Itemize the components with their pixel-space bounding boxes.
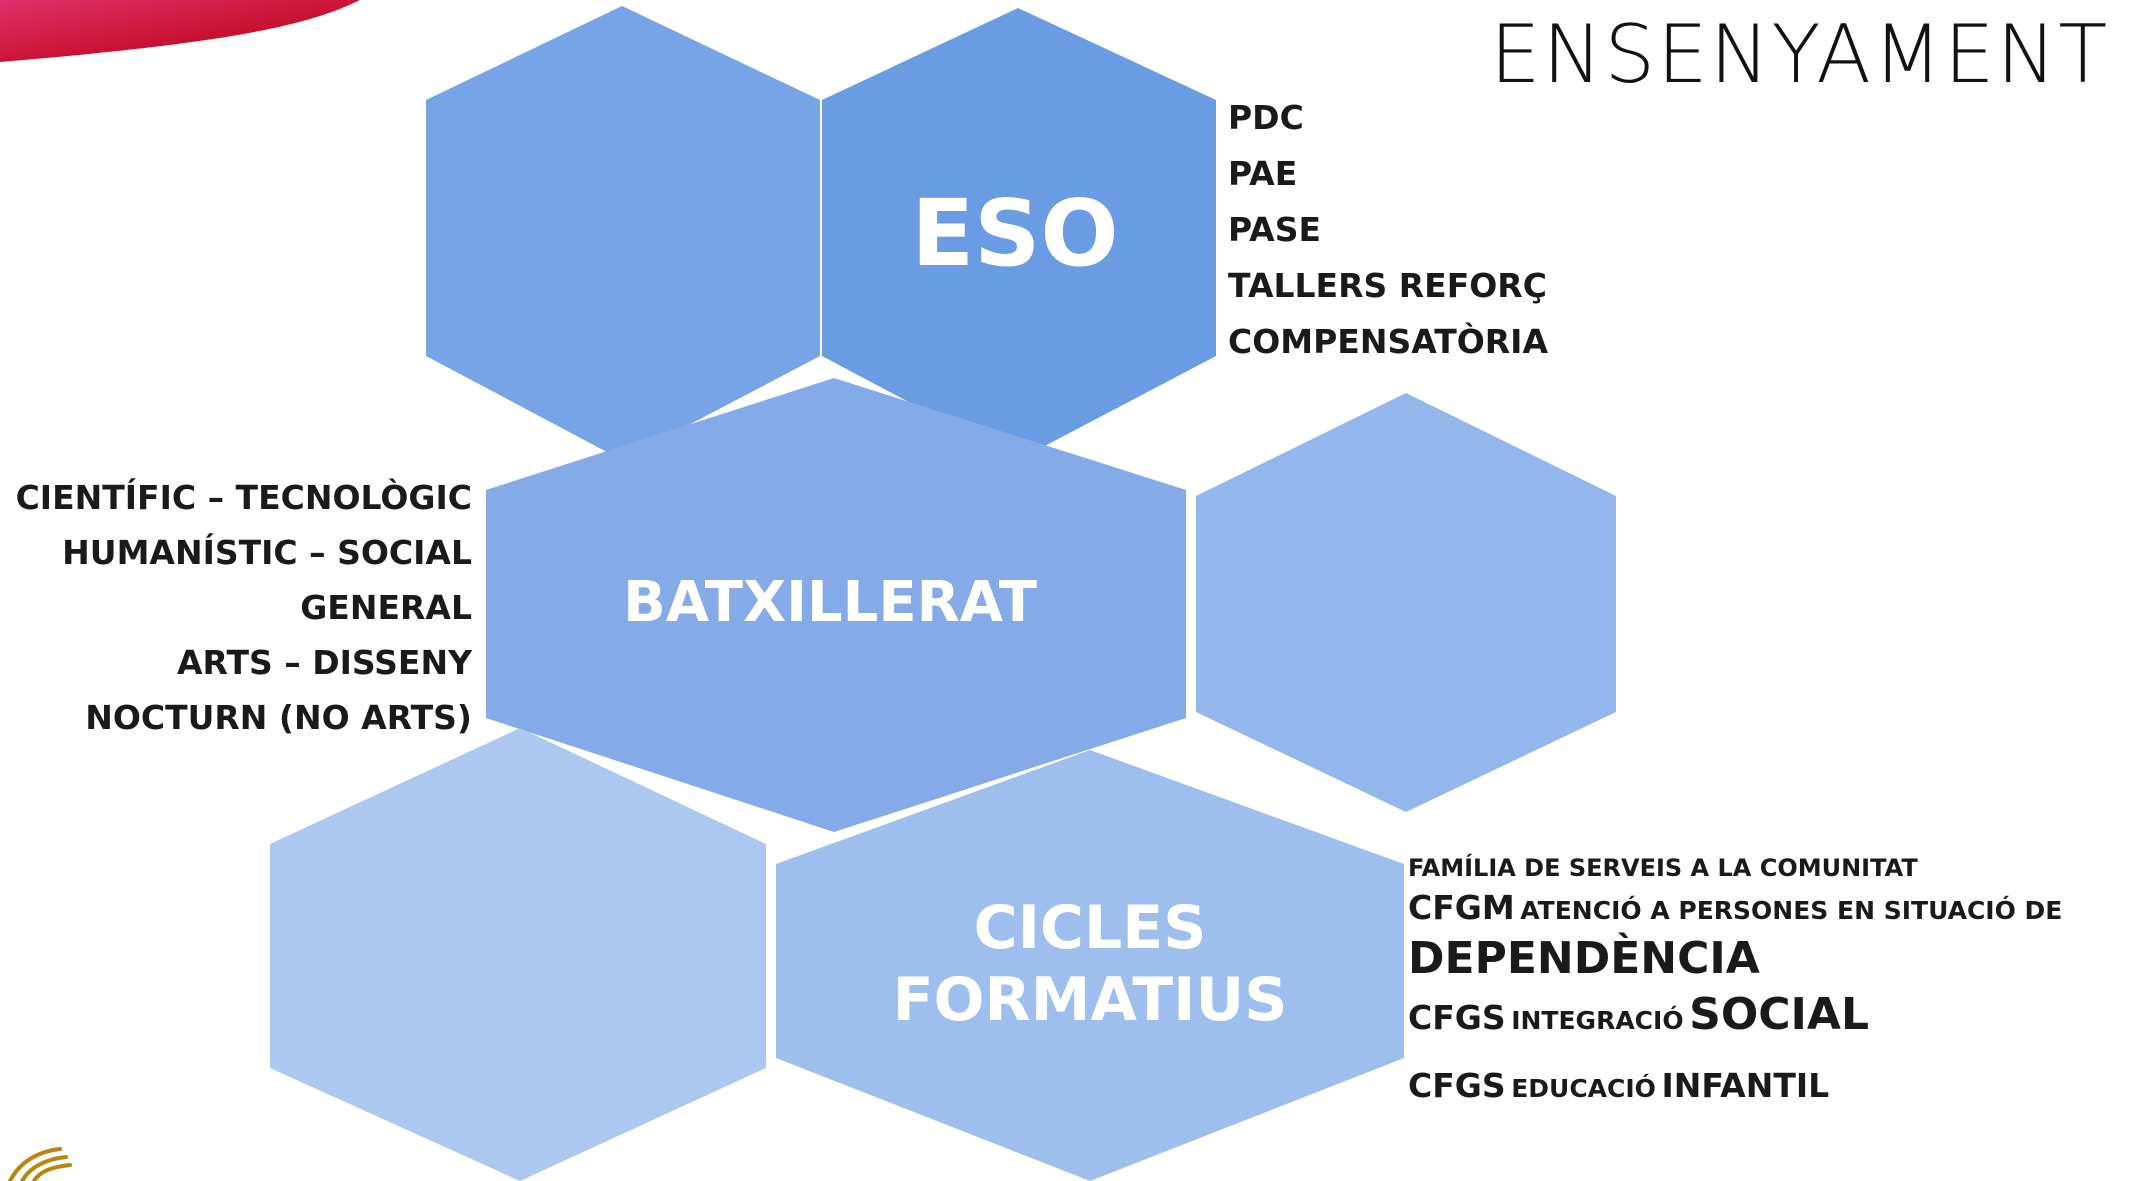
hex-batxillerat: [486, 378, 1186, 832]
hex-eso-right: [822, 8, 1216, 460]
hex-label-cicles-line1: CICLES: [973, 893, 1207, 963]
cfgm-prefix: CFGM: [1408, 888, 1515, 927]
hex-label-cicles-line2: FORMATIUS: [892, 965, 1288, 1035]
cfgs-prefix: CFGS: [1408, 1066, 1506, 1105]
hex-label-eso: ESO: [911, 180, 1119, 287]
list-item: NOCTURN (NO ARTS): [85, 698, 472, 737]
list-item: COMPENSATÒRIA: [1228, 322, 1548, 361]
hex-label-cicles: CICLES FORMATIUS: [860, 892, 1320, 1036]
list-item: TALLERS REFORÇ: [1228, 266, 1547, 305]
cfgs-small: INTEGRACIÓ: [1511, 1006, 1684, 1035]
list-item: ARTS – DISSENY: [176, 643, 472, 682]
cfgm-item: CFGM ATENCIÓ A PERSONES EN SITUACIÓ DE: [1408, 888, 2062, 934]
cfgs-educacio-item: CFGS EDUCACIÓ INFANTIL: [1408, 1055, 2062, 1123]
hex-label-batxillerat: BATXILLERAT: [623, 570, 1037, 635]
list-item: PDC: [1228, 98, 1304, 137]
cfgs-small: EDUCACIÓ: [1511, 1074, 1656, 1103]
slide-title: ENSENYAMENT: [1490, 8, 2110, 101]
eso-program-list: PDC PAE PASE TALLERS REFORÇ COMPENSATÒRI…: [1228, 90, 1548, 370]
hex-bottom-left: [270, 728, 766, 1181]
hex-cicles: [776, 750, 1404, 1181]
list-item: CIENTÍFIC – TECNOLÒGIC: [15, 478, 472, 517]
cfgs-big: SOCIAL: [1689, 989, 1870, 1040]
hex-right-mid: [1196, 393, 1616, 812]
list-item: PAE: [1228, 154, 1298, 193]
list-item: GENERAL: [300, 588, 472, 627]
cicles-list: FAMÍLIA DE SERVEIS A LA COMUNITAT CFGM A…: [1408, 848, 2062, 1123]
cfgm-text: ATENCIÓ A PERSONES EN SITUACIÓ DE: [1520, 896, 2063, 925]
cfgs-prefix: CFGS: [1408, 998, 1506, 1037]
cfgm-big: DEPENDÈNCIA: [1408, 933, 1760, 984]
list-item: HUMANÍSTIC – SOCIAL: [62, 533, 472, 572]
familia-heading: FAMÍLIA DE SERVEIS A LA COMUNITAT: [1408, 854, 1918, 882]
hex-eso-left: [426, 6, 820, 460]
cfgs-big: INFANTIL: [1661, 1066, 1830, 1105]
ribbon-decoration: [0, 0, 360, 62]
batxillerat-modality-list: CIENTÍFIC – TECNOLÒGIC HUMANÍSTIC – SOCI…: [0, 470, 472, 745]
cfgs-integracio-item: CFGS INTEGRACIÓ SOCIAL: [1408, 984, 2062, 1055]
list-item: PASE: [1228, 210, 1322, 249]
ornament-decoration: [8, 1147, 72, 1181]
